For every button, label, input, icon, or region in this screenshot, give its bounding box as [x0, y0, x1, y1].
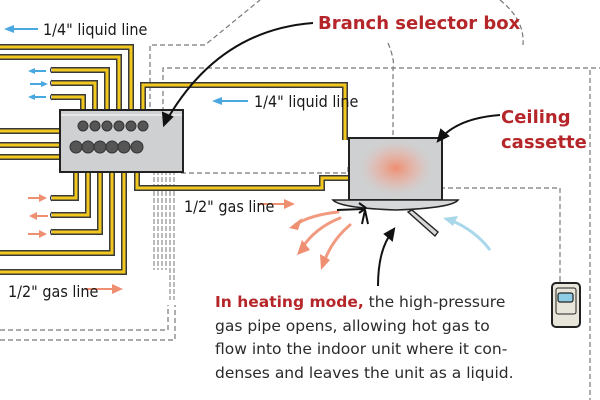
box-ports-bottom: [69, 140, 144, 154]
thermostat-icon[interactable]: [551, 280, 581, 328]
description-line-4: denses and leaves the unit as a liquid.: [215, 363, 514, 382]
description-line-2: gas pipe opens, allowing hot gas to: [215, 316, 490, 335]
heating-mode-description: In heating mode, the high-pressure gas p…: [215, 291, 595, 385]
top-liquid-line-label: 1/4" liquid line: [43, 20, 147, 39]
box-ports-top: [77, 120, 149, 132]
mid-gas-line-label: 1/2" gas line: [184, 197, 275, 216]
ceiling-cassette[interactable]: [331, 137, 460, 238]
intake-arrows: [336, 202, 396, 287]
gas-flow-arrows: [28, 194, 295, 294]
branch-selector-box[interactable]: [59, 109, 184, 173]
pipe-end-caps: [49, 66, 53, 236]
description-line-3: flow into the indoor unit where it con-: [215, 340, 508, 358]
hot-air-arrows: [289, 210, 352, 270]
ceiling-cassette-label-2: cassette: [501, 132, 587, 153]
return-air-arrow: [443, 216, 492, 251]
description-line-1-text: the high-pressure: [363, 293, 506, 311]
description-line-1: In heating mode, the high-pressure: [215, 291, 595, 315]
callout-arrows: [161, 22, 501, 143]
mid-liquid-line-label: 1/4" liquid line: [254, 92, 358, 111]
bottom-gas-line-label: 1/2" gas line: [8, 282, 99, 301]
refrigerant-pipes: [0, 44, 348, 275]
liquid-flow-arrows: [4, 25, 248, 105]
description-highlight: In heating mode,: [215, 293, 364, 311]
ceiling-cassette-label-1: Ceiling: [501, 107, 571, 128]
branch-selector-box-label: Branch selector box: [318, 13, 521, 34]
